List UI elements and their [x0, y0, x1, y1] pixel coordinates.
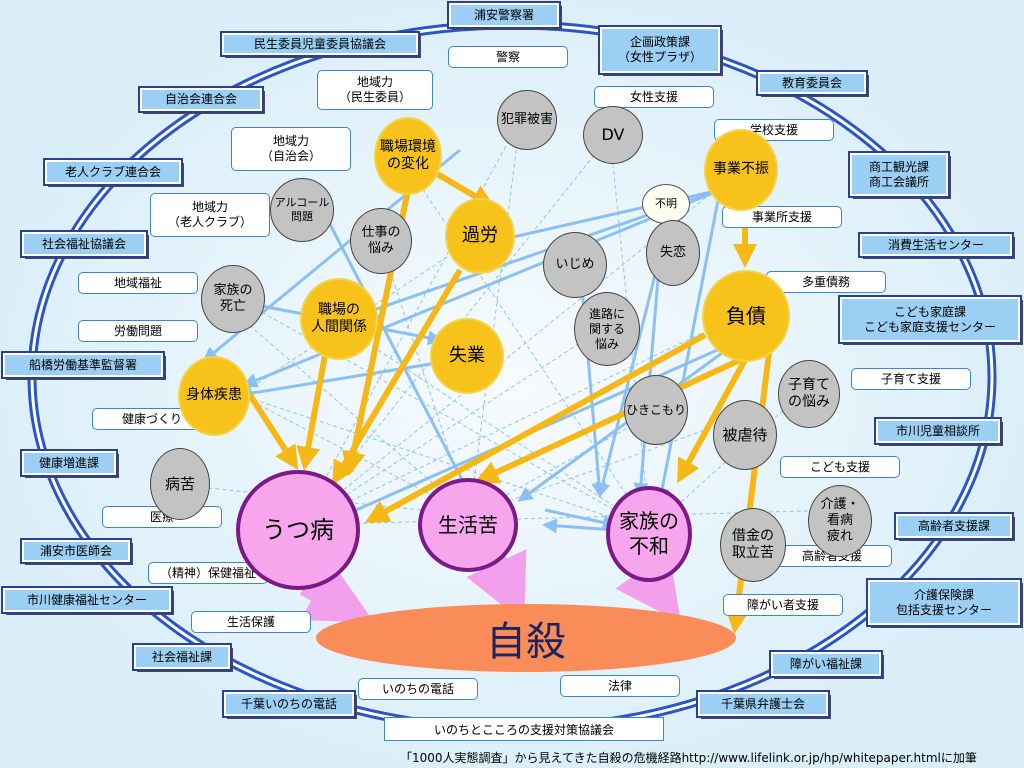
factor-kosodate: 子育て の悩み	[778, 360, 840, 428]
factor-seikatsuku: 生活苦	[418, 478, 518, 572]
org-chiba-inochi: 千葉いのちの電話	[222, 690, 356, 718]
factor-gyakutai: 被虐待	[713, 400, 777, 470]
org-funabashi-rodo: 船橋労働基準監督署	[1, 351, 165, 379]
factor-dv: DV	[583, 106, 643, 164]
org-urayasu-police: 浦安警察署	[447, 1, 561, 29]
factor-humei: 不明	[642, 184, 690, 224]
org-ichikawa-jido: 市川児童相談所	[874, 417, 1002, 445]
support-seishin-hoken: （精神）保健福祉	[148, 562, 268, 584]
support-kosodate-shien: 子育て支援	[851, 368, 971, 390]
org-shakai-fukushi-ka: 社会福祉課	[132, 643, 232, 671]
factor-utsu: うつ病	[236, 470, 360, 590]
support-shogaisha-shien: 障がい者支援	[723, 594, 843, 616]
org-ichikawa-kenko: 市川健康福祉センター	[1, 586, 173, 614]
org-shakai-fukushi-kyogikai: 社会福祉協議会	[20, 230, 148, 258]
org-kaigo-hoken: 介護保険課 包括支援センター	[866, 578, 1022, 627]
source-caption: 「1000人実態調査」から見えてきた自殺の危機経路http://www.life…	[400, 750, 977, 765]
factor-shokuba-kankyo: 職場環境 の変化	[374, 117, 442, 195]
factor-kaigo: 介護・ 看病 疲れ	[808, 485, 872, 557]
factor-hanzai: 犯罪被害	[497, 90, 557, 150]
factor-shitsuren: 失恋	[646, 220, 700, 286]
support-jigyosho-shien: 事業所支援	[722, 206, 842, 228]
factor-kazoku-fuwa: 家族の 不和	[606, 486, 692, 582]
org-shogai-fukushi: 障がい福祉課	[769, 650, 883, 678]
org-kenko-zoshin: 健康増進課	[20, 449, 118, 477]
support-chiikiryoku-rojin: 地域力 （老人クラブ）	[150, 193, 270, 237]
factor-shinro: 進路に 関する 悩み	[574, 292, 640, 366]
factor-byoku: 病苦	[150, 448, 210, 520]
factor-hikikomori: ひきこもり	[624, 375, 688, 445]
factor-shokuba-ningen: 職場の 人間関係	[300, 278, 378, 360]
support-chiikiryoku-jichikai: 地域力 （自治会）	[231, 127, 351, 171]
footer-organization: いのちとこころの支援対策協議会	[384, 717, 664, 741]
org-minsei-kyogikai: 民生委員児童委員協議会	[220, 31, 420, 57]
factor-jigyo-fushin: 事業不振	[704, 129, 778, 211]
factor-alcohol: アルコール 問題	[270, 178, 334, 242]
support-josei-shien: 女性支援	[594, 86, 714, 108]
factor-shintai: 身体疾患	[178, 356, 250, 436]
org-chiba-bengoshi: 千葉県弁護士会	[696, 690, 830, 718]
support-rodo-mondai: 労働問題	[78, 320, 198, 342]
pink-arrows	[299, 549, 681, 623]
support-horitsu: 法律	[560, 675, 680, 697]
support-inochi-denwa: いのちの電話	[358, 678, 478, 700]
org-jichikai: 自治会連合会	[138, 86, 264, 113]
support-taju-saimu: 多重債務	[766, 271, 886, 293]
factor-ijime: いじめ	[543, 232, 607, 298]
org-kodomo-katei: こども家庭課 こども家庭支援センター	[838, 295, 1022, 344]
org-kyoiku-iinkai: 教育委員会	[756, 70, 868, 96]
support-seikatsu-hogo: 生活保護	[191, 611, 311, 633]
support-chiikiryoku-minsei: 地域力 （民生委員）	[317, 70, 433, 110]
org-kikaku-seisaku: 企画政策課 （女性プラザ）	[598, 25, 722, 75]
org-shoko: 商工観光課 商工会議所	[848, 151, 950, 198]
org-shohi-seikatsu: 消費生活センター	[858, 232, 1014, 258]
factor-shitsugyo: 失業	[430, 318, 504, 394]
support-kodomo-shien: こども支援	[780, 456, 900, 478]
suicide-center: 自殺	[316, 604, 736, 672]
factor-karo: 過労	[445, 198, 515, 274]
factor-shakkin: 借金の 取立苦	[720, 508, 786, 582]
support-keisatsu: 警察	[448, 46, 568, 68]
org-koreisha-shien: 高齢者支援課	[894, 512, 1014, 540]
factor-fusai: 負債	[702, 270, 790, 362]
support-chiiki-fukushi: 地域福祉	[78, 272, 198, 294]
org-rojin-club: 老人クラブ連合会	[43, 158, 183, 186]
factor-shigoto: 仕事の 悩み	[350, 208, 412, 274]
org-urayasu-ishikai: 浦安市医師会	[20, 538, 132, 564]
factor-kazoku-shibo: 家族の 死亡	[201, 265, 265, 333]
